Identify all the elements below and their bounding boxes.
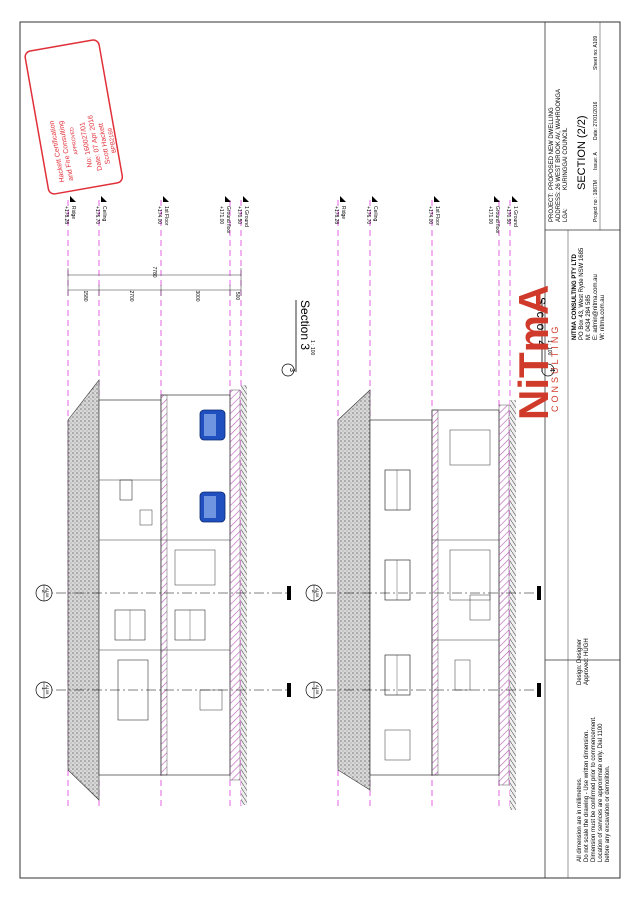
dim-2700: 2700 xyxy=(128,290,134,301)
approval-stamp: Hackett Certification and Fire Consultin… xyxy=(24,39,124,195)
marker-1-ref: A108 xyxy=(45,685,50,695)
section4-building xyxy=(337,389,516,810)
section-markers: 1 A108 2 A108 1 A108 2 A108 xyxy=(35,584,541,699)
ground-floor xyxy=(431,409,500,776)
car-icon xyxy=(199,409,226,441)
marker-2-number: 2 xyxy=(310,590,316,593)
roof xyxy=(67,379,100,801)
level-first-floor-value: +174.00 xyxy=(427,206,433,224)
dim-overall: 7780 xyxy=(151,266,157,277)
level-ridge-label: Ridge xyxy=(70,206,76,219)
note-line5: before any excavation or demolition. xyxy=(605,765,611,862)
roof xyxy=(337,389,371,791)
logo-sub: CONSULTING xyxy=(550,324,560,412)
section3-number: 3 xyxy=(288,368,295,372)
company-web: W: nitma.com.au xyxy=(600,295,606,340)
section3-name: Section 3 xyxy=(298,300,312,350)
note-line1: All dimension are in millimetres. xyxy=(577,777,583,862)
level-ground-floor-value: +171.00 xyxy=(218,206,224,224)
car-icon xyxy=(199,491,226,523)
level-ground-floor-value: +171.00 xyxy=(487,206,493,224)
level-first-floor-value: +174.00 xyxy=(156,206,162,224)
dim-1580: 1580 xyxy=(82,290,88,301)
level-ground-floor-label: Ground floor xyxy=(494,206,500,234)
section3-building xyxy=(67,379,247,805)
upper-floor xyxy=(98,399,162,776)
dim-3000: 3000 xyxy=(194,290,200,301)
label-project: PROJECT: xyxy=(549,193,555,222)
section4-title: 4 Section 4 1 : 100 xyxy=(534,297,555,377)
design-info: Design: Designer Approved: HUGH xyxy=(577,638,590,685)
section4-number: 4 xyxy=(548,368,555,372)
dim-500: 500 xyxy=(234,292,240,301)
marker-1-ref: A108 xyxy=(315,685,320,695)
company-logo: NiTmA CONSULTING xyxy=(510,285,560,420)
marker-2-number: 2 xyxy=(40,590,46,593)
ground-line xyxy=(241,385,247,805)
date: Date: 27/01/2016 xyxy=(593,101,599,140)
project-lga: KURINGGAI COUNCIL xyxy=(563,127,569,190)
issue: Issue: A xyxy=(593,152,599,170)
marker-2-ref: A108 xyxy=(45,588,50,598)
level-ridge-value: +178.28 xyxy=(63,206,69,224)
project-info: PROJECT: ADDRESS: LGA: PROPOSED NEW DWEL… xyxy=(549,36,599,222)
sheet-border xyxy=(19,21,621,879)
level-tags-section4: Ridge +178.28 Ceiling +176.70 1st Floor … xyxy=(333,196,518,234)
level-ceiling-label: Ceiling xyxy=(101,206,107,222)
stamp-line7: BPB2169 xyxy=(108,127,118,154)
company-name: NITMA CONSULTING PTY LTD xyxy=(572,254,578,340)
level-tags-section3: Ridge +178.28 Ceiling +176.70 1st Floor … xyxy=(63,196,249,234)
design-designer: Design: Designer xyxy=(577,639,583,685)
label-lga: LGA: xyxy=(563,208,569,222)
section4-name: Section 4 xyxy=(534,297,548,347)
company-info: NITMA CONSULTING PTY LTD PO Box 43, West… xyxy=(572,247,606,340)
design-approved: Approved: HUGH xyxy=(584,638,590,685)
section4-scale: 1 : 100 xyxy=(546,340,552,356)
ground-slab xyxy=(229,389,241,781)
upper-floor xyxy=(369,419,433,776)
level-ridge-label: Ridge xyxy=(340,206,346,219)
stamp-line3: APPROVED xyxy=(69,126,80,155)
logo-text: NiTmA xyxy=(510,285,557,420)
sheet-number: Sheet no: A109 xyxy=(593,36,599,70)
general-notes: All dimension are in millimetres. Do not… xyxy=(577,716,611,862)
marker-1-number: 1 xyxy=(40,687,46,690)
project-name: PROPOSED NEW DWELLING xyxy=(549,107,555,190)
level-ground-floor-label: Ground floor xyxy=(225,206,231,234)
marker-1-number: 1 xyxy=(310,687,316,690)
section3-title: 3 Section 3 1 : 100 xyxy=(281,300,315,377)
label-address: ADDRESS: xyxy=(556,191,562,222)
marker-2-ref: A108 xyxy=(315,588,320,598)
note-line3: Dimension must be confirmed prior to com… xyxy=(591,716,597,862)
dimension-chain xyxy=(67,268,242,296)
level-first-floor-label: 1st Floor xyxy=(163,206,169,226)
section3-scale: 1 : 100 xyxy=(309,340,315,356)
sheet-title: SECTION (2/2) xyxy=(576,115,588,190)
company-mobile: M: 0434 284 585 xyxy=(586,294,592,340)
level-ground-value: +170.50 xyxy=(505,206,511,224)
level-ground-label: 1 Ground xyxy=(243,206,249,227)
level-ceiling-value: +176.70 xyxy=(365,206,371,224)
level-ridge-value: +178.28 xyxy=(333,206,339,224)
project-number: Project no : 1867M xyxy=(593,180,599,222)
level-ground-label: 1 Ground xyxy=(512,206,518,227)
ground-line xyxy=(510,400,516,810)
company-po: PO Box 43, West Ryde NSW 1685 xyxy=(579,247,585,340)
note-line2: Do not scale the drawing - Use written d… xyxy=(584,730,590,862)
project-address: 26 WEST BROOK AV, WAHROONGA xyxy=(556,89,562,190)
ground-slab xyxy=(498,404,510,786)
note-line4: Location of services are approximate onl… xyxy=(598,723,604,862)
company-email: E: admin@nitma.com.au xyxy=(593,274,599,340)
level-ceiling-value: +176.70 xyxy=(94,206,100,224)
level-ceiling-label: Ceiling xyxy=(372,206,378,222)
level-ground-value: +170.50 xyxy=(236,206,242,224)
level-first-floor-label: 1st Floor xyxy=(434,206,440,226)
